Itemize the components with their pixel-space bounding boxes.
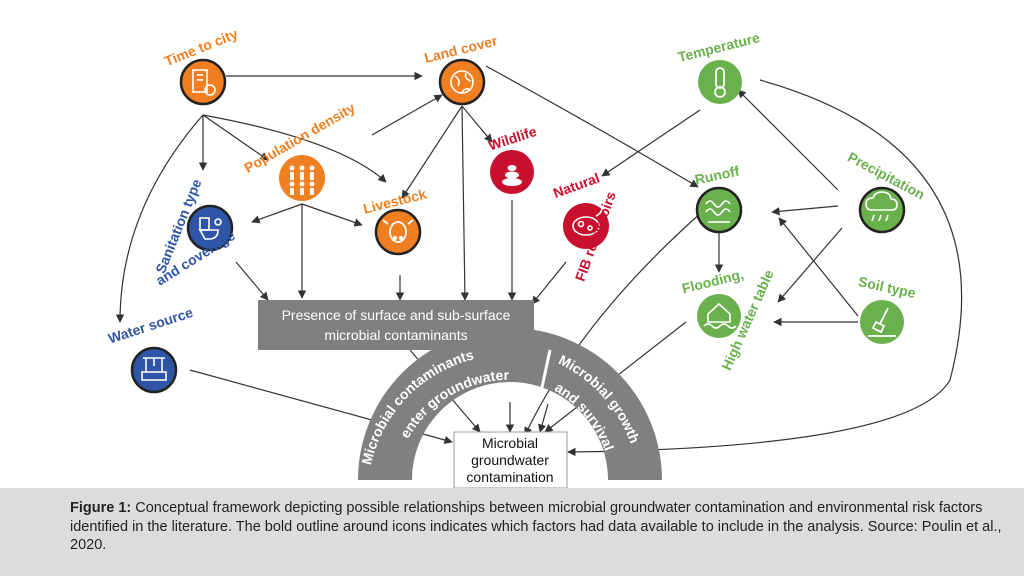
edge-fib-presence [531,261,567,305]
gw-line2: groundwater [471,452,549,468]
edges [115,65,963,457]
edge-time-watersource [115,114,204,323]
edge-precip-runoff [737,89,839,191]
arc-band [358,328,662,480]
node-land-cover: Land cover [423,32,499,106]
edge-branch-livestock [301,203,363,227]
edge-precip-runoffleft [771,205,839,216]
node-soil-type: Soil type [857,273,918,344]
droppings-icon [502,165,522,186]
natural-fib-label: Natural [551,170,602,202]
presence-line2: microbial contaminants [324,327,467,343]
edge-popdensity-landcover [371,94,443,136]
runoff-icon [705,200,731,223]
edge-arc2-gw [538,403,549,433]
edge-soil-runoff [778,217,859,317]
shovel-icon [868,307,896,337]
edge-landcover-runoff [485,65,699,188]
thermometer-icon [714,67,726,98]
conceptual-framework-diagram: Microbial contaminants enter groundwater… [106,25,963,488]
groundwater-box: Microbial groundwater contamination [453,431,568,488]
edge-landcover-wildlife [461,105,493,143]
node-time-to-city: Time to city [162,25,240,106]
building-clock-icon [192,69,216,96]
cow-icon [382,219,414,243]
flooding-label: Flooding, [680,266,745,297]
node-flooding: Flooding, High water table [680,266,777,373]
gw-line1: Microbial [482,435,538,451]
water-source-label: Water source [106,304,195,347]
figure-caption: Figure 1: Conceptual framework depicting… [0,488,1024,576]
well-icon [141,357,167,381]
node-sanitation: Sanitation type and coverage [152,176,238,288]
edge-runoff-gw [524,211,703,436]
node-livestock: Livestock [362,186,428,256]
edge-landcover-livestock [401,105,463,199]
node-precipitation: Precipitation [845,149,928,234]
edge-landcover-presence [460,105,470,301]
edge-temperature-gw [567,79,963,457]
temperature-label: Temperature [676,29,761,65]
edge-time-livestock [202,114,387,183]
wildlife-label: Wildlife [486,123,538,154]
node-population-density: Population density [241,99,358,201]
caption-text: Conceptual framework depicting possible … [70,500,1002,553]
rain-cloud-icon [865,191,898,222]
edge-branch-sanitation [251,203,303,224]
presence-line1: Presence of surface and sub-surface [282,307,511,323]
soil-type-label: Soil type [857,273,918,301]
edge-sanitation-presence [235,261,269,301]
node-water-source: Water source [106,304,195,394]
node-natural-fib: Natural FIB reservoirs [551,170,619,284]
flooded-house-icon [703,302,737,329]
gw-line3: contamination [466,469,553,485]
node-wildlife: Wildlife [486,123,539,194]
edge-precip-flooding [777,227,843,303]
presence-box: Presence of surface and sub-surface micr… [258,300,534,350]
runoff-label: Runoff [693,163,741,188]
node-temperature: Temperature [676,29,762,104]
toilet-icon [198,217,222,240]
edge-temperature-fib [601,109,701,177]
people-icon [289,165,315,195]
node-runoff: Runoff [693,163,743,234]
caption-label: Figure 1: [70,500,132,516]
arc-divider [539,349,552,393]
bacteria-leaf-icon [572,207,603,236]
edge-time-popdensity [202,114,269,161]
globe-icon [450,70,474,94]
